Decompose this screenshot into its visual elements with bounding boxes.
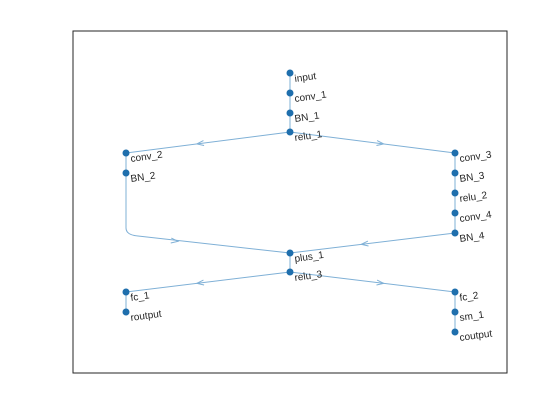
- node-coutput: [451, 328, 459, 336]
- node-label-routput: routput: [130, 309, 163, 324]
- edge-relu_3-to-fc_2: [289, 271, 456, 293]
- edge-arrow-relu_3-to-fc_1: [195, 279, 205, 286]
- node-plus_1: [286, 249, 294, 257]
- edge-arrow-relu_1-to-conv_3: [376, 140, 386, 147]
- graph-nodes: [122, 69, 459, 336]
- node-conv_1: [286, 89, 294, 97]
- node-label-fc_2: fc_2: [459, 290, 480, 304]
- node-label-relu_1: relu_1: [294, 129, 323, 144]
- node-sm_1: [451, 308, 459, 316]
- node-BN_2: [122, 169, 130, 177]
- node-BN_3: [451, 169, 459, 177]
- node-label-conv_3: conv_3: [459, 150, 493, 165]
- edge-relu_1-to-conv_2: [125, 131, 291, 154]
- edge-arrow-BN_4-to-plus_1: [359, 240, 369, 247]
- node-BN_1: [286, 109, 294, 117]
- node-label-fc_1: fc_1: [130, 290, 151, 304]
- node-label-BN_1: BN_1: [294, 111, 321, 125]
- node-label-relu_3: relu_3: [294, 269, 323, 284]
- node-label-conv_4: conv_4: [459, 210, 493, 225]
- node-conv_4: [451, 209, 459, 217]
- node-relu_3: [286, 268, 294, 276]
- edge-arrow-relu_1-to-conv_2: [195, 140, 205, 147]
- node-label-plus_1: plus_1: [294, 250, 325, 265]
- node-label-conv_1: conv_1: [294, 90, 328, 105]
- node-label-BN_2: BN_2: [130, 171, 157, 185]
- edge-arrow-relu_3-to-fc_2: [376, 279, 386, 286]
- graph-edges: [125, 73, 456, 332]
- node-label-BN_3: BN_3: [459, 171, 486, 185]
- node-label-sm_1: sm_1: [459, 310, 485, 324]
- node-label-BN_4: BN_4: [459, 231, 486, 245]
- node-conv_2: [122, 149, 130, 157]
- node-relu_2: [451, 189, 459, 197]
- edge-relu_3-to-fc_1: [125, 271, 291, 293]
- edge-arrow-BN_2-to-plus_1: [170, 237, 180, 244]
- node-input: [286, 69, 294, 77]
- edge-relu_1-to-conv_3: [289, 131, 456, 154]
- node-fc_2: [451, 288, 459, 296]
- node-label-input: input: [294, 71, 317, 85]
- edge-BN_2-to-plus_1: [125, 173, 291, 254]
- node-routput: [122, 308, 130, 316]
- node-label-coutput: coutput: [459, 328, 493, 343]
- node-label-conv_2: conv_2: [130, 150, 164, 165]
- node-conv_3: [451, 149, 459, 157]
- graph-labels: input conv_1BN_1 relu_1 conv_2BN_2 conv_3BN_…: [130, 71, 493, 344]
- node-fc_1: [122, 288, 130, 296]
- edge-BN_4-to-plus_1: [289, 232, 456, 254]
- node-BN_4: [451, 229, 459, 237]
- node-relu_1: [286, 128, 294, 136]
- node-label-relu_2: relu_2: [459, 190, 488, 205]
